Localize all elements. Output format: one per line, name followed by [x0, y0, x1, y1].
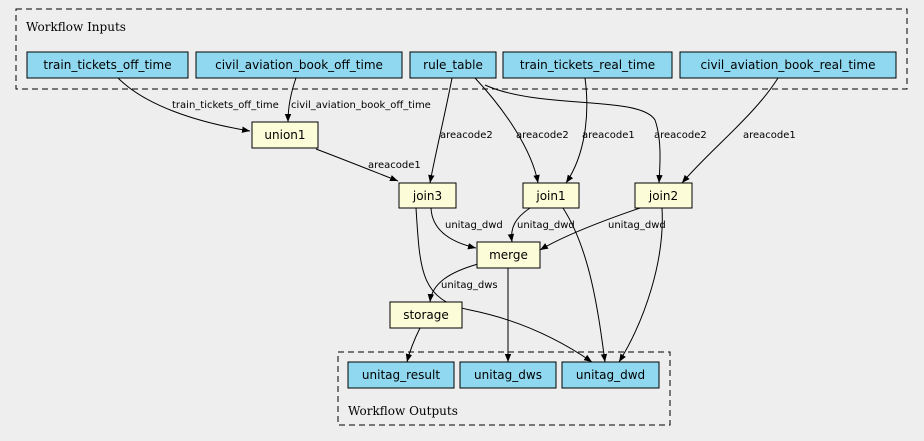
edge-train-real-to-join1[interactable]: [565, 77, 588, 184]
node-unitag-dwd[interactable]: unitag_dwd: [561, 361, 660, 389]
edge-join2-to-unitag-dwd[interactable]: [618, 207, 663, 363]
inputs-cluster-border: [15, 8, 908, 90]
node-join3[interactable]: join3: [398, 182, 457, 209]
node-join2[interactable]: join2: [634, 182, 693, 209]
svg-text:join2: join2: [648, 189, 678, 203]
edge-label: unitag_dws: [441, 280, 498, 291]
edge-label: areacode1: [368, 160, 421, 171]
svg-text:civil_aviation_book_off_time: civil_aviation_book_off_time: [215, 58, 383, 72]
node-union1[interactable]: union1: [251, 121, 319, 149]
svg-text:unitag_result: unitag_result: [362, 368, 440, 382]
edge-label: areacode1: [582, 130, 635, 141]
svg-text:unitag_dws: unitag_dws: [474, 368, 542, 382]
node-train-tickets-real-time[interactable]: train_tickets_real_time: [502, 51, 673, 79]
svg-text:union1: union1: [264, 128, 305, 142]
node-join1[interactable]: join1: [522, 182, 580, 209]
output-nodes: unitag_result unitag_dws unitag_dwd: [347, 361, 660, 389]
workflow-inputs-cluster: Workflow Inputs: [15, 8, 908, 90]
edge-label: unitag_dwd: [517, 220, 575, 231]
edge-label: unitag_dwd: [445, 220, 503, 231]
edge-label: areacode2: [440, 130, 493, 141]
svg-text:civil_aviation_book_real_time: civil_aviation_book_real_time: [701, 58, 876, 72]
edge-join2-to-merge[interactable]: [539, 207, 641, 251]
node-train-tickets-off-time[interactable]: train_tickets_off_time: [26, 51, 189, 79]
svg-text:join3: join3: [412, 189, 442, 203]
svg-text:unitag_dwd: unitag_dwd: [576, 368, 645, 382]
edge-merge-to-storage[interactable]: [427, 263, 479, 303]
edge-civil-off-to-union1[interactable]: [284, 77, 297, 123]
node-civil-aviation-book-off-time[interactable]: civil_aviation_book_off_time: [195, 51, 403, 79]
workflow-outputs-cluster: Workflow Outputs: [337, 351, 671, 426]
edge-civil-real-to-join2[interactable]: [681, 77, 779, 184]
svg-text:train_tickets_off_time: train_tickets_off_time: [43, 58, 171, 72]
node-storage[interactable]: storage: [389, 301, 463, 329]
node-civil-aviation-book-real-time[interactable]: civil_aviation_book_real_time: [679, 51, 897, 79]
edge-rule-to-join2[interactable]: [484, 84, 663, 184]
node-merge[interactable]: merge: [476, 241, 541, 269]
edge-label: areacode1: [743, 130, 796, 141]
node-unitag-dws[interactable]: unitag_dws: [459, 361, 557, 389]
process-nodes: union1 join3 join1 join2 merge storage: [251, 121, 693, 329]
edge-join1-to-unitag-dwd[interactable]: [562, 207, 608, 363]
outputs-cluster-label: Workflow Outputs: [348, 404, 458, 418]
svg-text:train_tickets_real_time: train_tickets_real_time: [520, 58, 655, 72]
node-unitag-result[interactable]: unitag_result: [347, 361, 455, 389]
inputs-cluster-label: Workflow Inputs: [26, 20, 126, 34]
edge-join3-to-unitag-dwd[interactable]: [415, 207, 593, 363]
svg-text:merge: merge: [489, 248, 528, 262]
svg-text:join1: join1: [535, 189, 565, 203]
edges: train_tickets_off_time civil_aviation_bo…: [117, 77, 796, 363]
edge-train-off-to-union1[interactable]: [117, 77, 251, 133]
input-nodes: train_tickets_off_time civil_aviation_bo…: [26, 51, 897, 79]
edge-join1-to-merge[interactable]: [507, 207, 531, 243]
edge-label: areacode2: [654, 130, 707, 141]
edge-rule-to-join1[interactable]: [474, 77, 540, 184]
svg-text:rule_table: rule_table: [423, 58, 483, 72]
svg-text:storage: storage: [403, 308, 449, 322]
edge-label: unitag_dwd: [608, 220, 666, 231]
edge-storage-to-unitag-result[interactable]: [405, 327, 421, 363]
outputs-cluster-border: [337, 351, 671, 426]
edge-union1-to-join3[interactable]: [315, 148, 399, 182]
node-rule-table[interactable]: rule_table: [409, 51, 497, 79]
edge-join3-to-merge[interactable]: [430, 207, 477, 250]
edge-rule-to-join3[interactable]: [428, 77, 453, 184]
edge-label: train_tickets_off_time: [172, 100, 279, 111]
edge-label: civil_aviation_book_off_time: [291, 100, 431, 111]
edge-label: areacode2: [516, 130, 569, 141]
